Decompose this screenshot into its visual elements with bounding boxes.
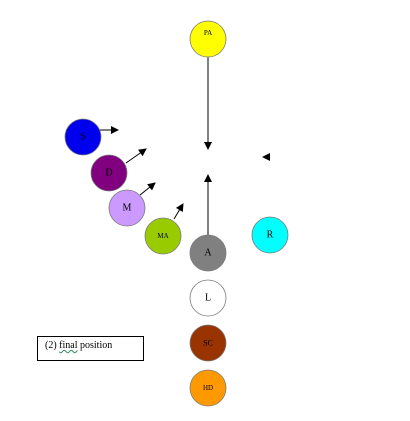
node-d-circle [90, 154, 128, 192]
node-hd-circle [189, 369, 227, 407]
arrow-d [125, 148, 147, 164]
node-d: D [90, 154, 128, 192]
caption-suffix: position [77, 340, 113, 351]
arrow-m [139, 182, 156, 196]
node-hd: HD [189, 369, 227, 407]
node-a: A [189, 234, 227, 272]
node-m-label: M [123, 203, 132, 214]
node-a-circle [189, 234, 227, 272]
caption-word: final [59, 340, 78, 351]
node-l-label: L [205, 293, 211, 304]
node-ma: MA [144, 217, 182, 255]
node-l-circle [189, 279, 227, 317]
node-ma-circle [144, 217, 182, 255]
node-m-circle [108, 189, 146, 227]
node-a-label: A [204, 248, 212, 259]
node-pa-circle [189, 20, 227, 58]
node-hd-label: HD [203, 384, 213, 392]
caption-prefix: (2) [45, 340, 60, 351]
arrow-ma [173, 203, 184, 220]
node-sc: SC [189, 324, 227, 362]
node-r: R [251, 216, 289, 254]
node-d-label: D [105, 168, 112, 179]
caption-text: (2) final position [45, 340, 112, 351]
node-pa-label: PA [204, 29, 212, 37]
arrowhead-r [262, 153, 270, 161]
node-s: S [64, 118, 102, 156]
node-r-label: R [267, 230, 274, 241]
node-pa: PA [189, 20, 227, 58]
node-s-label: S [80, 132, 86, 143]
node-ma-label: MA [157, 232, 168, 240]
node-m: M [108, 189, 146, 227]
caption-box: (2) final position [37, 336, 144, 361]
node-sc-label: SC [203, 339, 213, 348]
node-r-circle [251, 216, 289, 254]
node-l: L [189, 279, 227, 317]
node-sc-circle [189, 324, 227, 362]
node-s-circle [64, 118, 102, 156]
